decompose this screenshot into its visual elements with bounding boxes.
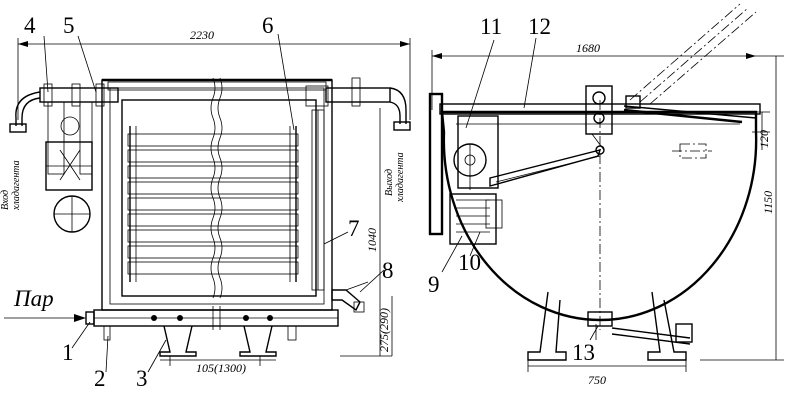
dim-text-105-1300: 105(1300) [196, 361, 246, 375]
steam-manifold [85, 306, 339, 341]
dim-line-1040 [340, 108, 393, 357]
callout-6: 6 [262, 13, 274, 38]
label-outlet-line1: Выход [384, 169, 395, 196]
label-steam: Пар [13, 286, 54, 311]
tank-shell [440, 100, 758, 330]
dim-text-120: 120 [757, 130, 771, 148]
heat-exchanger-tubes [127, 126, 299, 282]
drain-valve [587, 311, 693, 345]
callout-9: 9 [428, 272, 440, 297]
side-view [428, 3, 784, 372]
callout-2: 2 [94, 366, 106, 391]
label-inlet-line1: Вход [0, 190, 11, 210]
dim-text-1680: 1680 [576, 41, 600, 55]
callout-10: 10 [458, 250, 481, 275]
callout-1: 1 [62, 340, 74, 365]
label-inlet-line2: хладагента [11, 160, 22, 211]
stand-legs [527, 291, 687, 372]
callout-8: 8 [382, 258, 394, 283]
front-view [4, 33, 411, 373]
dim-text-1150: 1150 [761, 191, 775, 214]
dim-text-750: 750 [588, 373, 606, 387]
callout-3: 3 [136, 366, 148, 391]
label-outlet-line2: хладагента [395, 152, 406, 203]
lid-hinge [585, 85, 613, 155]
callout-13: 13 [572, 340, 595, 365]
callout-11: 11 [480, 14, 502, 39]
drive-assembly [428, 92, 602, 245]
callout-12: 12 [528, 14, 551, 39]
inner-liner [311, 109, 325, 291]
support-feet [159, 325, 277, 366]
steam-inlet-arrow [4, 314, 86, 322]
side-leader-lines [441, 37, 597, 340]
dim-text-1040: 1040 [365, 228, 379, 252]
callout-4: 4 [24, 13, 36, 38]
dim-line-1150 [700, 55, 784, 361]
dim-text-2230: 2230 [190, 28, 214, 42]
outlet-piping [305, 77, 411, 131]
side-fitting [672, 143, 712, 159]
dim-line-1680 [431, 50, 756, 110]
inlet-piping [9, 83, 119, 233]
valve-8 [331, 281, 369, 313]
dim-text-275-290: 275(290) [377, 308, 391, 352]
callout-7: 7 [348, 216, 360, 241]
dim-line-2230 [17, 38, 411, 120]
leader-lines [43, 33, 385, 373]
callout-5: 5 [63, 13, 75, 38]
